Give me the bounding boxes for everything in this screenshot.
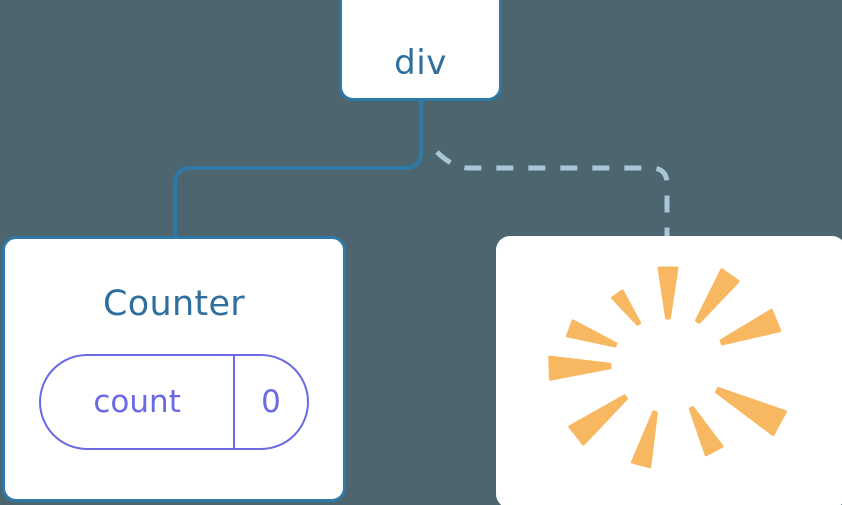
sparkle-ray-7 — [688, 406, 724, 457]
state-pill-key: count — [93, 383, 181, 420]
sparkle-ray-5 — [568, 394, 628, 446]
node-sparkle[interactable] — [496, 236, 842, 505]
node-counter-label: Counter — [103, 284, 245, 324]
sparkle-ray-9 — [719, 308, 782, 346]
state-pill-count[interactable]: count 0 — [39, 354, 309, 450]
sparkle-ray-10 — [695, 268, 740, 324]
edge-div-to-sparkle — [435, 150, 670, 236]
node-counter[interactable]: Counter count 0 — [2, 236, 346, 502]
node-div[interactable]: div — [339, 0, 502, 101]
sparkle-ray-4 — [548, 355, 612, 381]
sparkle-burst-icon — [548, 266, 787, 469]
state-pill-value: 0 — [261, 383, 281, 420]
edge-div-to-counter — [173, 99, 423, 238]
node-div-label: div — [394, 43, 447, 83]
sparkle-ray-1 — [657, 266, 679, 320]
sparkle-ray-2 — [611, 289, 642, 326]
sparkle-ray-6 — [630, 410, 658, 469]
sparkle-ray-3 — [566, 319, 618, 348]
state-pill-divider — [233, 356, 236, 448]
sparkle-ray-8 — [715, 387, 787, 437]
